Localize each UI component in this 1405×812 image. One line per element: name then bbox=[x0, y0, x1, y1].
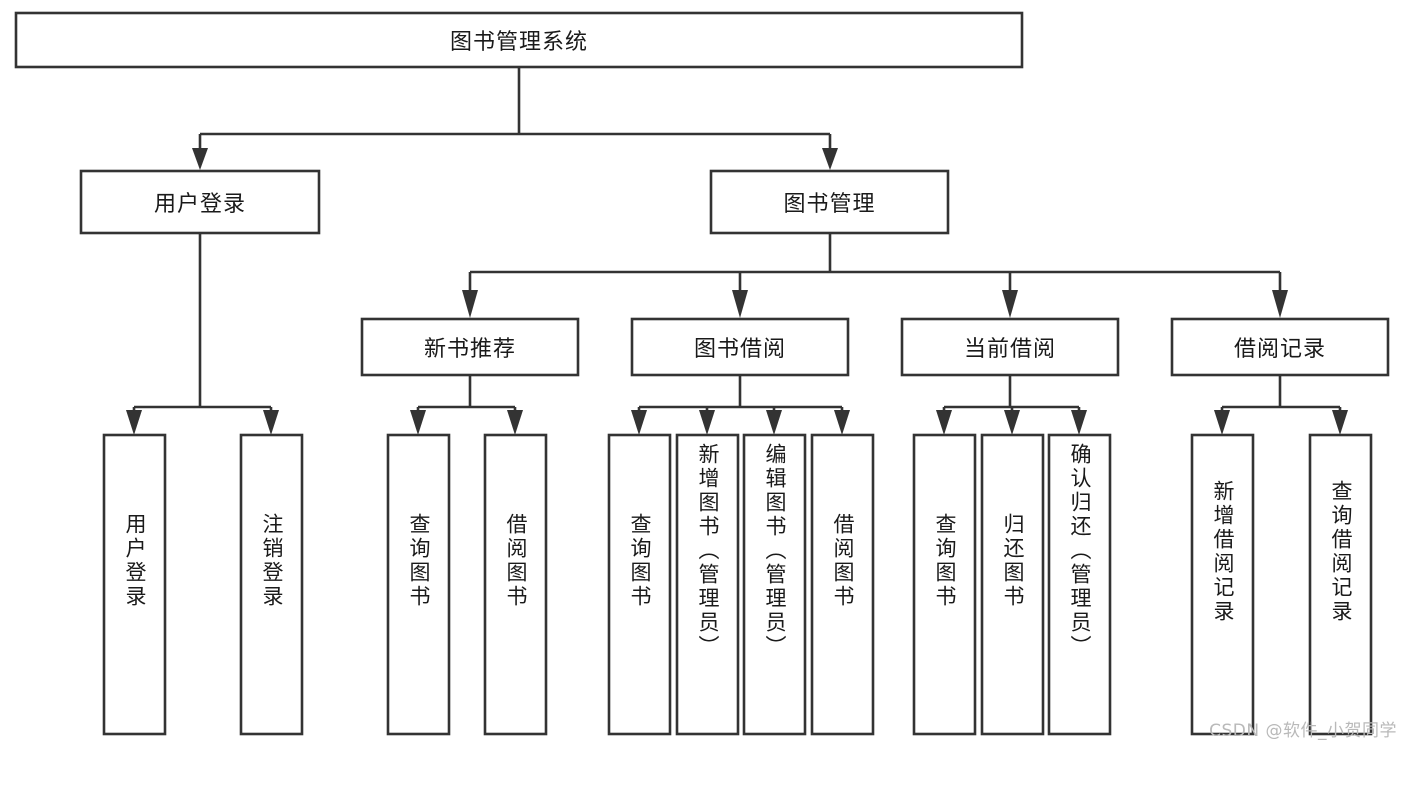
node-borrow-record-box[interactable] bbox=[1170, 317, 1390, 377]
leaf-box-query-book-current[interactable] bbox=[912, 433, 977, 736]
arrowhead-borrowrecord-leaf2 bbox=[1332, 410, 1348, 435]
leaf-box-add-book-admin[interactable] bbox=[675, 433, 740, 736]
leaf-box-add-borrow-record[interactable] bbox=[1190, 433, 1255, 736]
leaf-box-query-book-recommend[interactable] bbox=[386, 433, 451, 736]
leaf-box-query-book-borrow[interactable] bbox=[607, 433, 672, 736]
node-user-login-box[interactable] bbox=[79, 169, 321, 235]
node-current-borrow-box[interactable] bbox=[900, 317, 1120, 377]
leaf-box-user-login[interactable] bbox=[102, 433, 167, 736]
arrowhead-currentborrow-leaf1 bbox=[936, 410, 952, 435]
arrowhead-currentborrow-leaf2 bbox=[1004, 410, 1020, 435]
arrowhead-to-bookborrow bbox=[732, 290, 748, 318]
flowchart-svg bbox=[14, 11, 1390, 736]
leaf-box-borrow-book[interactable] bbox=[810, 433, 875, 736]
node-book-borrow-box[interactable] bbox=[630, 317, 850, 377]
arrowhead-root-to-bookmgmt bbox=[822, 148, 838, 170]
node-book-management-box[interactable] bbox=[709, 169, 950, 235]
diagram-canvas: 图书管理系统 用户登录 图书管理 新书推荐 图书借阅 当前借阅 借阅记录 用户登… bbox=[14, 11, 1397, 741]
node-root-box[interactable] bbox=[14, 11, 1024, 69]
leaf-box-confirm-return-admin[interactable] bbox=[1047, 433, 1112, 736]
arrowhead-to-currentborrow bbox=[1002, 290, 1018, 318]
leaf-box-return-book[interactable] bbox=[980, 433, 1045, 736]
arrowhead-newbook-leaf2 bbox=[507, 410, 523, 435]
leaf-box-edit-book-admin[interactable] bbox=[742, 433, 807, 736]
leaf-box-query-borrow-record[interactable] bbox=[1308, 433, 1373, 736]
arrowhead-newbook-leaf1 bbox=[410, 410, 426, 435]
leaf-box-borrow-book-recommend[interactable] bbox=[483, 433, 548, 736]
arrowhead-to-borrowrecord bbox=[1272, 290, 1288, 318]
arrowhead-bookborrow-leaf3 bbox=[766, 410, 782, 435]
arrowhead-login-leaf1 bbox=[126, 410, 142, 435]
arrowhead-bookborrow-leaf1 bbox=[631, 410, 647, 435]
arrowhead-bookborrow-leaf2 bbox=[699, 410, 715, 435]
arrowhead-root-to-login bbox=[192, 148, 208, 170]
arrowhead-to-newbook bbox=[462, 290, 478, 318]
arrowhead-bookborrow-leaf4 bbox=[834, 410, 850, 435]
arrowhead-login-leaf2 bbox=[263, 410, 279, 435]
leaf-box-logout[interactable] bbox=[239, 433, 304, 736]
arrowhead-borrowrecord-leaf1 bbox=[1214, 410, 1230, 435]
arrowhead-currentborrow-leaf3 bbox=[1071, 410, 1087, 435]
node-new-book-recommend-box[interactable] bbox=[360, 317, 580, 377]
